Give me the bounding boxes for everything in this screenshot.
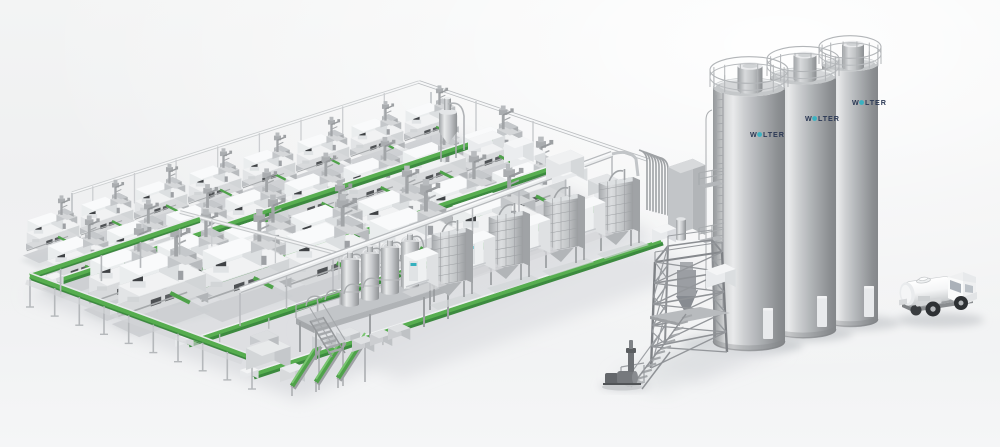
svg-text:LTER: LTER bbox=[763, 130, 785, 139]
svg-text:W: W bbox=[750, 130, 757, 139]
svg-text:LTER: LTER bbox=[818, 114, 840, 123]
svg-text:LTER: LTER bbox=[865, 98, 887, 107]
svg-text:W: W bbox=[852, 98, 859, 107]
svg-text:W: W bbox=[805, 114, 812, 123]
